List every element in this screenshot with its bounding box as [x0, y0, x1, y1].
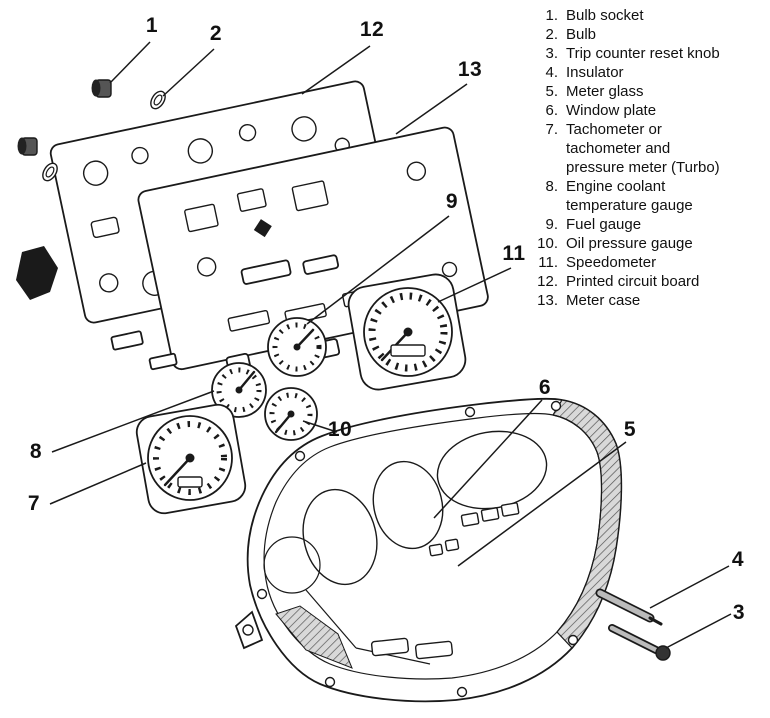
legend-item: 12. Printed circuit board — [528, 272, 768, 291]
bulb — [150, 90, 166, 110]
legend-item-number: 1. — [545, 7, 558, 24]
callout-leader-lines — [49, 41, 732, 649]
legend-item-label: Speedometer — [566, 254, 657, 271]
mounting-bracket — [16, 246, 58, 300]
callout-12: 12 — [359, 18, 385, 41]
legend-item-label: Trip counter reset knob — [566, 45, 720, 62]
legend-item: 6. Window plate — [528, 101, 768, 120]
tachometer — [135, 403, 247, 515]
legend-item-number: 8. — [545, 178, 558, 195]
legend-item: 7. Tachometer or tachometer and pressure… — [528, 120, 768, 177]
legend-item-number: 6. — [545, 102, 558, 119]
trip-counter-reset-knob — [608, 624, 671, 661]
case-tab-2 — [148, 352, 178, 371]
legend-item-label: Window plate — [566, 102, 657, 119]
legend-item: 8. Engine coolant temperature gauge — [528, 177, 768, 215]
speedometer — [347, 273, 467, 391]
legend-item: 2. Bulb — [528, 25, 768, 44]
callout-13: 13 — [457, 58, 483, 81]
legend-item: 5. Meter glass — [528, 82, 768, 101]
callout-6: 6 — [538, 376, 552, 399]
legend-item-number: 13. — [537, 292, 558, 309]
callout-1: 1 — [145, 14, 159, 37]
callout-8: 8 — [29, 440, 43, 463]
bulb-socket — [91, 79, 112, 98]
fuel-gauge — [267, 317, 327, 377]
legend-item: 4. Insulator — [528, 63, 768, 82]
inner-shadow-band — [275, 605, 353, 669]
legend-item-number: 10. — [537, 235, 558, 252]
legend-item: 3. Trip counter reset knob — [528, 44, 768, 63]
legend-item-label: Fuel gauge — [566, 216, 642, 233]
callout-10: 10 — [327, 418, 353, 441]
legend-item-number: 2. — [545, 26, 558, 43]
legend-item-label: Bulb socket — [566, 7, 644, 24]
callout-11: 11 — [502, 242, 526, 265]
callout-9: 9 — [445, 190, 459, 213]
legend-item: 10. Oil pressure gauge — [528, 234, 768, 253]
legend-item-label: Bulb — [566, 26, 597, 43]
legend-item-number: 4. — [545, 64, 558, 81]
legend-item: 1. Bulb socket — [528, 6, 768, 25]
legend-item-label: Insulator — [566, 64, 624, 81]
legend-item-number: 5. — [545, 83, 558, 100]
coolant-temperature-gauge — [211, 362, 267, 418]
legend-item-label: Engine coolant temperature gauge — [566, 178, 693, 214]
legend-item-number: 11. — [538, 254, 558, 271]
callout-3: 3 — [732, 601, 746, 624]
legend-item-label: Oil pressure gauge — [566, 235, 693, 252]
legend-item: 9. Fuel gauge — [528, 215, 768, 234]
case-tab — [110, 330, 144, 351]
window-plate-and-meter-glass — [234, 397, 623, 703]
bulb-socket-2 — [17, 137, 38, 156]
legend-item-number: 3. — [545, 45, 558, 62]
insulator — [595, 588, 663, 626]
legend-item-number: 12. — [537, 273, 558, 290]
parts-legend: 1. Bulb socket 2. Bulb 3. Trip counter r… — [528, 6, 768, 310]
callout-2: 2 — [209, 22, 223, 45]
bulb-2 — [42, 162, 58, 182]
legend-item-number: 9. — [545, 216, 558, 233]
oil-pressure-gauge — [264, 387, 318, 441]
legend-item: 13. Meter case — [528, 291, 768, 310]
callout-5: 5 — [623, 418, 637, 441]
legend-item-label: Printed circuit board — [566, 273, 700, 290]
legend-item-label: Tachometer or tachometer and pressure me… — [566, 121, 720, 176]
legend-item-number: 7. — [545, 121, 558, 138]
legend-item-label: Meter glass — [566, 83, 644, 100]
legend-item: 11. Speedometer — [528, 253, 768, 272]
callout-4: 4 — [731, 548, 745, 571]
callout-7: 7 — [27, 492, 41, 515]
legend-item-label: Meter case — [566, 292, 641, 309]
